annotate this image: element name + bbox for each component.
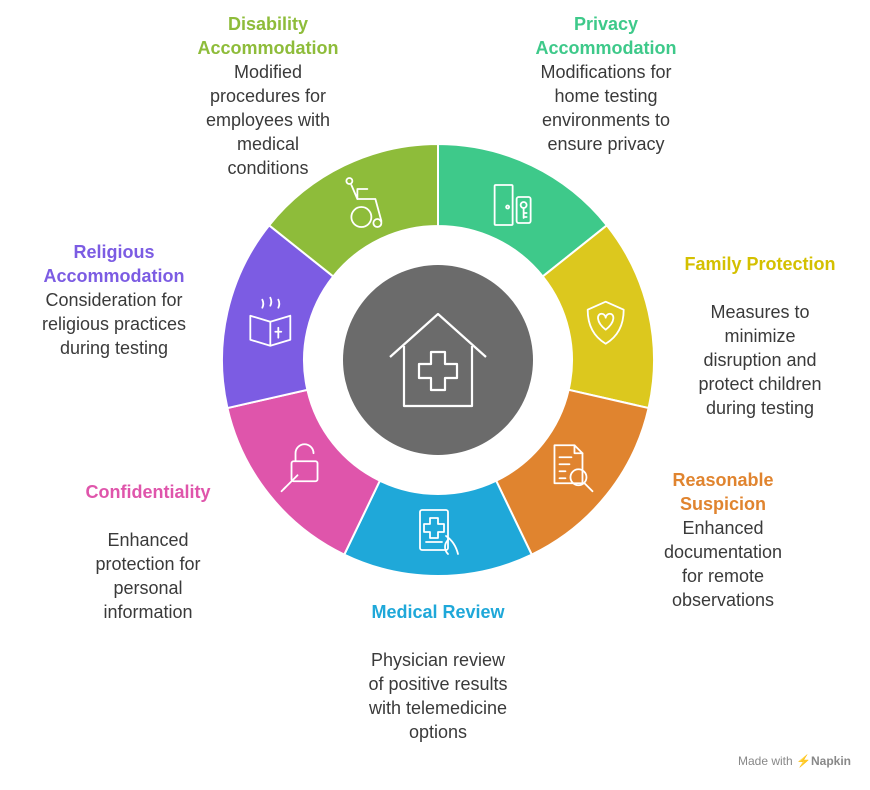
wheelchair-icon [345, 177, 383, 228]
credit-prefix: Made with [738, 754, 793, 768]
segment-confidentiality-wedge [226, 388, 382, 556]
document-search-icon [553, 444, 594, 493]
segment-family: Family Protection Measures to minimize d… [670, 252, 850, 420]
segment-icons [249, 177, 625, 555]
segment-religious: Religious Accommodation Consideration fo… [16, 240, 212, 360]
segment-medical: Medical Review Physician review of posit… [338, 600, 538, 744]
unlock-icon [280, 443, 319, 493]
disability-description: Modified procedures for employees with m… [205, 62, 331, 178]
center-hub [343, 265, 533, 455]
suspicion-title: Reasonable Suspicion [672, 470, 774, 514]
confidentiality-title: Confidentiality [85, 482, 211, 502]
privacy-title: Privacy Accommodation [535, 14, 677, 58]
privacy-description: Modifications for home testing environme… [540, 62, 672, 154]
segment-suspicion: Reasonable Suspicion Enhanced documentat… [638, 468, 808, 612]
medical-description: Physician review of positive results wit… [368, 650, 508, 742]
medical-title: Medical Review [371, 602, 505, 622]
tablet-medical-icon [419, 509, 459, 555]
suspicion-description: Enhanced documentation for remote observ… [663, 518, 783, 610]
confidentiality-description: Enhanced protection for personal informa… [95, 530, 201, 622]
family-description: Measures to minimize disruption and prot… [698, 302, 822, 418]
home-medical-icon [389, 312, 487, 408]
holy-book-icon [249, 296, 292, 347]
shield-heart-icon [586, 300, 625, 345]
disability-title: Disability Accommodation [197, 14, 339, 58]
napkin-logo: ⚡Napkin [796, 754, 852, 768]
segment-disability: Disability Accommodation Modified proced… [168, 12, 368, 180]
credit-brand: Napkin [811, 754, 852, 768]
religious-title: Religious Accommodation [43, 242, 185, 286]
napkin-credit: Made with ⚡Napkin [738, 754, 851, 768]
segment-privacy: Privacy Accommodation Modifications for … [506, 12, 706, 156]
religious-description: Consideration for religious practices du… [41, 290, 187, 358]
door-key-icon [493, 184, 532, 226]
family-title: Family Protection [684, 254, 836, 274]
segment-confidentiality: Confidentiality Enhanced protection for … [62, 480, 234, 624]
